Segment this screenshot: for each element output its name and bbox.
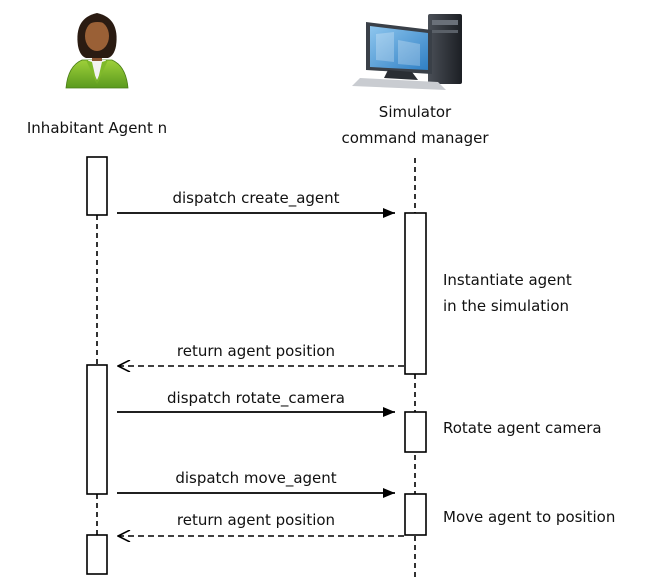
computer-workstation-icon <box>352 14 462 90</box>
message-label: dispatch move_agent <box>175 469 337 487</box>
note-rotate-camera: Rotate agent camera <box>443 419 602 437</box>
message-label: return agent position <box>176 342 336 360</box>
message-label: dispatch rotate_camera <box>167 389 345 407</box>
participant-simulator-label-line1: Simulator <box>378 103 452 121</box>
agent-activation-bar <box>86 156 108 216</box>
note-move-agent: Move agent to position <box>443 508 616 526</box>
participant-simulator-label-line2: command manager <box>341 129 489 147</box>
participant-agent-label: Inhabitant Agent n <box>26 119 168 137</box>
simulator-activation-bar <box>404 411 427 453</box>
message-label: return agent position <box>176 511 336 529</box>
note-instantiate-line1: Instantiate agent <box>443 271 572 289</box>
simulator-activation-bar <box>404 493 427 536</box>
businesswoman-avatar-icon <box>65 13 129 89</box>
agent-activation-bar <box>86 534 108 575</box>
simulator-activation-bar <box>404 212 427 375</box>
message-label: dispatch create_agent <box>172 189 340 207</box>
agent-activation-bar <box>86 364 108 495</box>
note-instantiate-line2: in the simulation <box>443 297 570 315</box>
